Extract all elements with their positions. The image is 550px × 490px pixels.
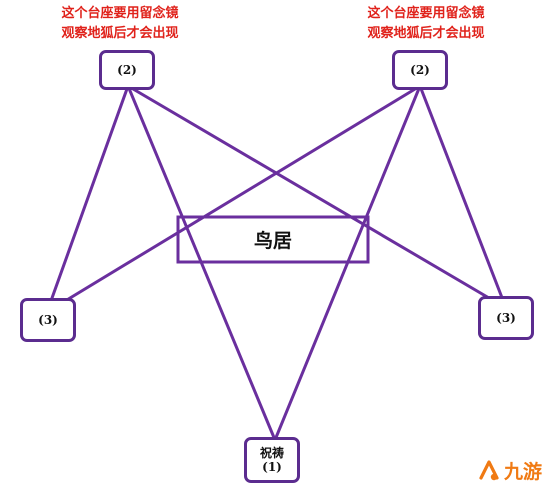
pedestal-top-right: (2) — [392, 50, 448, 90]
jiuyou-logo: 九游 — [476, 457, 542, 484]
note-left-line1: 这个台座要用留念镜 — [61, 6, 179, 21]
line-tr-to-mr — [418, 84, 508, 310]
note-right-line1: 这个台座要用留念镜 — [367, 6, 485, 21]
line-tl-to-mr — [126, 84, 508, 310]
line-tl-to-ml — [45, 84, 130, 314]
pedestal-bottom-line1: 祝祷 — [259, 446, 284, 460]
pedestal-mid-right-label: (3) — [496, 311, 516, 325]
torii-box — [176, 215, 370, 264]
jiuyou-logo-text: 九游 — [503, 461, 542, 483]
pedestal-bottom-prayer: 祝祷 (1) — [244, 437, 300, 483]
pedestal-top-left: (2) — [99, 50, 155, 90]
pedestal-mid-left-label: (3) — [38, 313, 58, 327]
line-tr-to-ml — [45, 84, 422, 314]
pedestal-top-left-label: (2) — [117, 63, 137, 77]
note-right: 这个台座要用留念镜 观察地狐后才会出现 — [346, 4, 506, 44]
note-left-line2: 观察地狐后才会出现 — [61, 26, 179, 41]
torii-label: 鸟居 — [253, 230, 292, 252]
note-left: 这个台座要用留念镜 观察地狐后才会出现 — [40, 4, 200, 44]
pedestal-bottom-line2: (1) — [262, 460, 282, 474]
note-right-line2: 观察地狐后才会出现 — [367, 26, 485, 41]
pedestal-top-right-label: (2) — [410, 63, 430, 77]
jiuyou-logo-icon — [479, 459, 499, 480]
pedestal-mid-right: (3) — [478, 296, 534, 340]
pedestal-mid-left: (3) — [20, 298, 76, 342]
